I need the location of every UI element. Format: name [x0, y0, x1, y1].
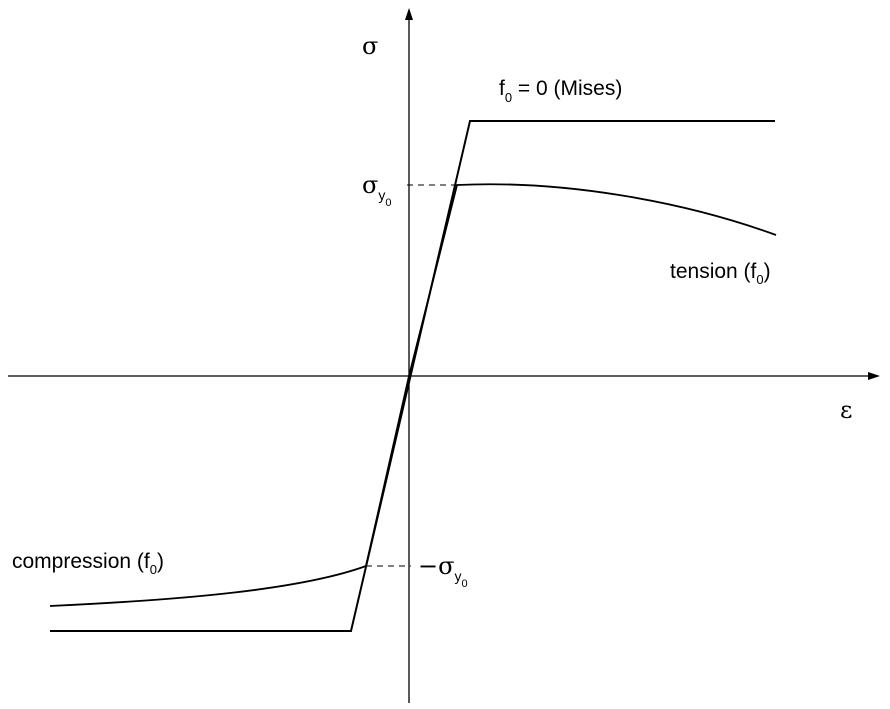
- mises-curve: [50, 120, 775, 632]
- compression-curve: [49, 375, 410, 607]
- compression-label: compression (f0): [12, 550, 164, 577]
- x-axis-label: ε: [840, 396, 852, 424]
- tension-label: tension (f0): [670, 260, 771, 287]
- y-axis-label: σ: [362, 32, 378, 60]
- tension-curve: [408, 183, 777, 377]
- sigma-y0-label: σy0: [362, 171, 392, 209]
- mises-label: f0 = 0 (Mises): [499, 77, 622, 105]
- neg-sigma-y0-label: −σy0: [418, 552, 468, 590]
